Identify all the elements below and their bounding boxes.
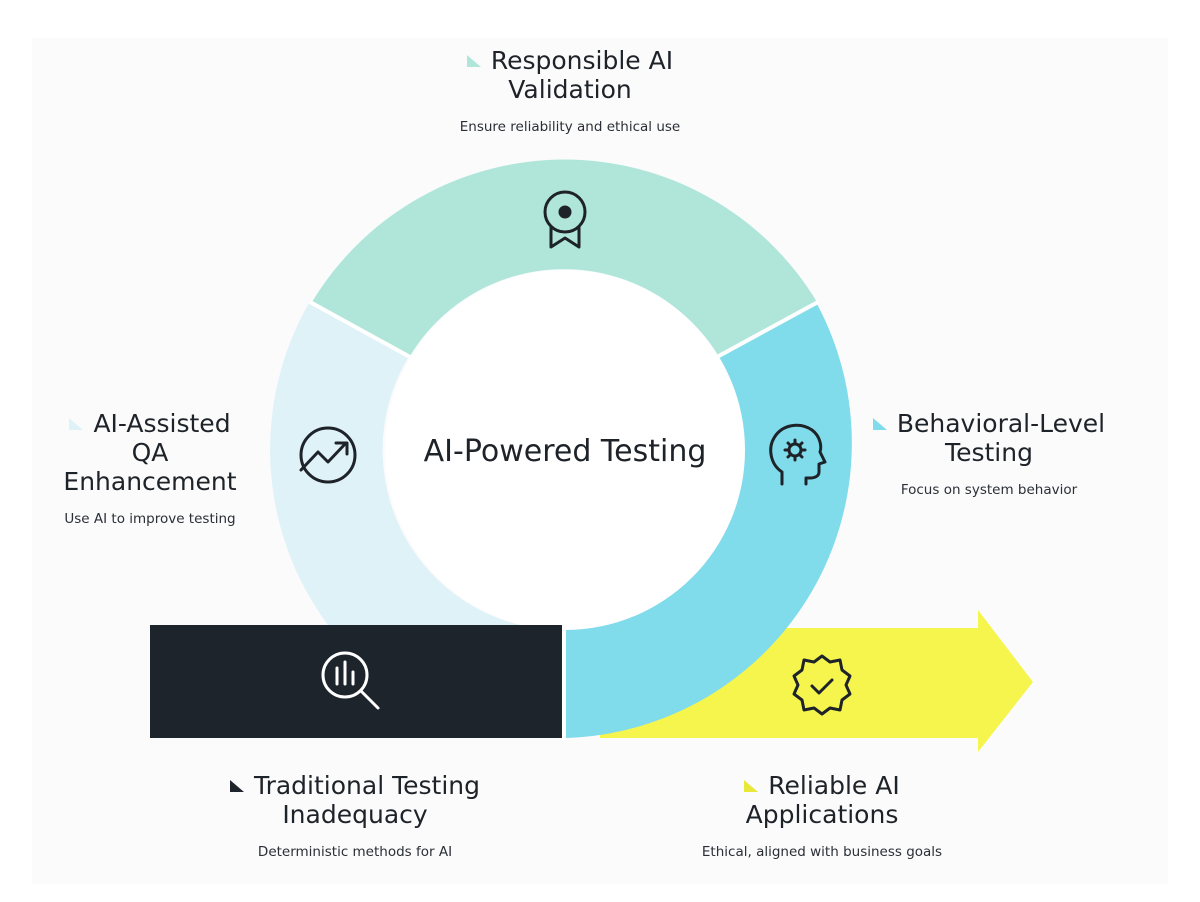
behavioral-subtitle: Focus on system behavior [900, 482, 1078, 498]
badge-check-icon [792, 654, 852, 716]
behavioral-title: Behavioral-Level Testing [858, 409, 1120, 467]
responsible-title-line-2: Validation [508, 75, 632, 104]
behavioral-segment [565, 304, 852, 738]
assisted-segment [270, 303, 520, 625]
center-circle [385, 270, 745, 630]
assisted-title: AI-Assisted QA Enhancement [40, 409, 260, 496]
responsible-subtitle: Ensure reliability and ethical use [459, 119, 681, 135]
behavioral-title-line-2: Testing [945, 438, 1033, 467]
assisted-subtitle: Use AI to improve testing [64, 511, 236, 527]
behavioral-marker [872, 418, 887, 430]
responsible-marker [466, 55, 481, 67]
assisted-title-line-1: AI-Assisted [93, 409, 231, 438]
responsible-label: Responsible AI Validation Ensure reliabi… [420, 46, 720, 136]
traditional-title-line-1: Traditional Testing [253, 771, 480, 800]
assisted-label: AI-Assisted QA Enhancement Use AI to imp… [40, 409, 260, 528]
behavioral-label: Behavioral-Level Testing Focus on system… [858, 409, 1120, 499]
traditional-title: Traditional Testing Inadequacy [205, 771, 505, 829]
magnify-chart-icon [321, 651, 380, 710]
responsible-title-line-1: Responsible AI [490, 46, 674, 75]
traditional-bar [150, 625, 562, 738]
traditional-subtitle: Deterministic methods for AI [257, 844, 453, 860]
assisted-marker [69, 418, 84, 430]
traditional-title-line-2: Inadequacy [282, 800, 428, 829]
award-ribbon-icon [543, 190, 587, 249]
head-gear-icon [769, 423, 827, 486]
trend-up-icon [299, 426, 357, 484]
reliable-title-line-2: Applications [745, 800, 899, 829]
separator-left [309, 300, 411, 359]
responsible-segment [312, 159, 817, 356]
traditional-label: Traditional Testing Inadequacy Determini… [205, 771, 505, 861]
reliable-title-line-1: Reliable AI [768, 771, 900, 800]
reliable-marker [744, 780, 759, 792]
reliable-title: Reliable AI Applications [672, 771, 972, 829]
separator-right [716, 300, 819, 359]
center-title: AI-Powered Testing [423, 434, 707, 469]
responsible-title: Responsible AI Validation [420, 46, 720, 104]
assisted-title-line-3: Enhancement [63, 467, 237, 496]
reliable-label: Reliable AI Applications Ethical, aligne… [672, 771, 972, 861]
assisted-title-line-2: QA [131, 438, 169, 467]
reliable-subtitle: Ethical, aligned with business goals [701, 844, 943, 860]
behavioral-title-line-1: Behavioral-Level [896, 409, 1106, 438]
traditional-marker [229, 780, 244, 792]
